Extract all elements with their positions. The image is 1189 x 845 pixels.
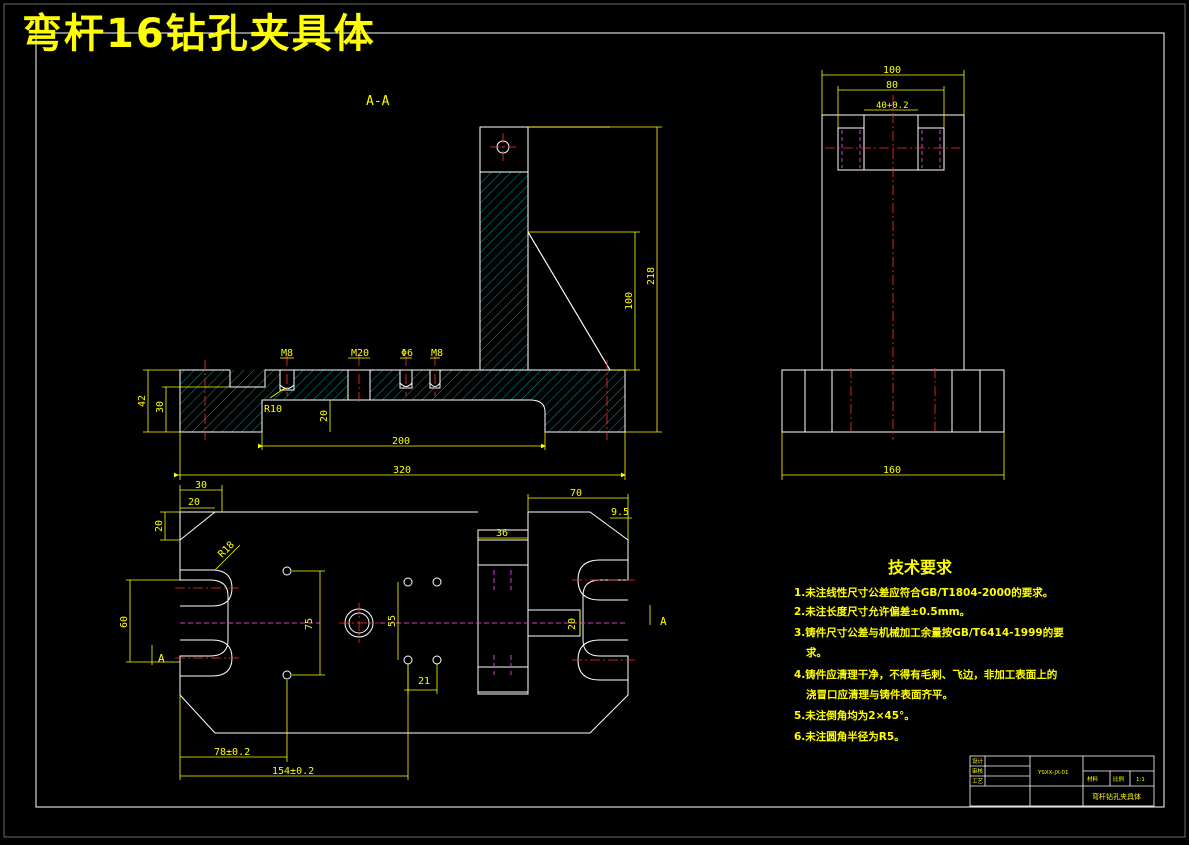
dim-20-side: 20 [154, 520, 165, 532]
dim-60: 60 [119, 616, 130, 628]
tech-req-line-3: 3.铸件尺寸公差与机械加工余量按GB/T6414-1999的要 [794, 627, 1064, 639]
sheet-inner-border [35, 32, 1165, 808]
dim-r10: R10 [264, 404, 282, 415]
dim-100-side: 100 [883, 65, 901, 76]
side-hidden-lines [841, 130, 941, 168]
section-hatch-base [180, 172, 625, 432]
tech-req-line-3b: 求。 [806, 647, 827, 659]
section-marker-right: A [660, 615, 667, 628]
tech-requirements-heading: 技术要求 [888, 558, 953, 577]
dim-m8-left: M8 [281, 348, 293, 359]
sheet-outer-border [3, 3, 1186, 838]
dim-m8-right: M8 [431, 348, 443, 359]
dim-200: 200 [392, 436, 410, 447]
tb-part-name: 弯杆钻孔夹具体 [1092, 792, 1141, 801]
drawing-title: 弯杆16钻孔夹具体 [22, 11, 376, 57]
dim-phi6: Φ6 [401, 348, 413, 359]
dim-80-side: 80 [886, 80, 898, 91]
tech-req-line-4b: 浇冒口应清理与铸件表面齐平。 [806, 689, 953, 701]
dim-100-vert: 100 [624, 292, 635, 310]
section-centerlines [204, 133, 608, 440]
tech-req-line-6: 6.未注圆角半径为R5。 [794, 731, 905, 743]
dim-75: 75 [304, 618, 315, 630]
dim-20-slot: 20 [319, 410, 330, 422]
tb-row-label-1: 审核 [972, 767, 984, 775]
section-marker-left: A [158, 652, 165, 665]
dim-55: 55 [387, 615, 398, 627]
dimension-lines [126, 70, 1005, 780]
dim-21: 21 [418, 676, 430, 687]
dim-9-5: 9.5 [611, 507, 629, 518]
tb-row-label-0: 设计 [972, 757, 984, 765]
plan-centerlines [175, 579, 635, 661]
dim-30-top: 30 [195, 480, 207, 491]
dim-20-lug: 20 [567, 618, 578, 630]
dim-20-top: 20 [188, 497, 200, 508]
tech-req-line-2: 2.未注长度尺寸允许偏差±0.5mm。 [794, 606, 971, 618]
tb-material-label: 材料 [1087, 775, 1099, 783]
dim-42: 42 [137, 395, 148, 407]
dim-r18: R18 [216, 540, 237, 561]
tech-req-line-1: 1.未注线性尺寸公差应符合GB/T1804-2000的要求。 [794, 587, 1054, 599]
dim-218: 218 [646, 267, 657, 285]
dim-40-tol: 40+0.2 [876, 101, 909, 111]
section-label: A-A [366, 94, 390, 109]
dim-160: 160 [883, 465, 901, 476]
dim-70: 70 [570, 488, 582, 499]
dim-154: 154±0.2 [272, 766, 314, 777]
tech-req-line-5: 5.未注倒角均为2×45°。 [794, 710, 915, 722]
tech-req-line-4: 4.铸件应清理干净，不得有毛刺、飞边，非加工表面上的 [794, 669, 1058, 681]
dim-78: 78±0.2 [214, 747, 250, 758]
plan-hidden-lines [180, 570, 628, 675]
tb-scale-label: 比例 [1113, 775, 1125, 783]
tb-scale: 1:1 [1136, 777, 1145, 783]
dim-m20: M20 [351, 348, 369, 359]
title-block [969, 755, 1155, 807]
tb-drawing-no: YSXX-JX-01 [1037, 770, 1069, 776]
tb-row-label-2: 工艺 [972, 778, 984, 785]
dim-36: 36 [496, 528, 508, 539]
dim-320: 320 [393, 465, 411, 476]
side-centerlines [825, 95, 960, 440]
dim-30-left: 30 [155, 401, 166, 413]
